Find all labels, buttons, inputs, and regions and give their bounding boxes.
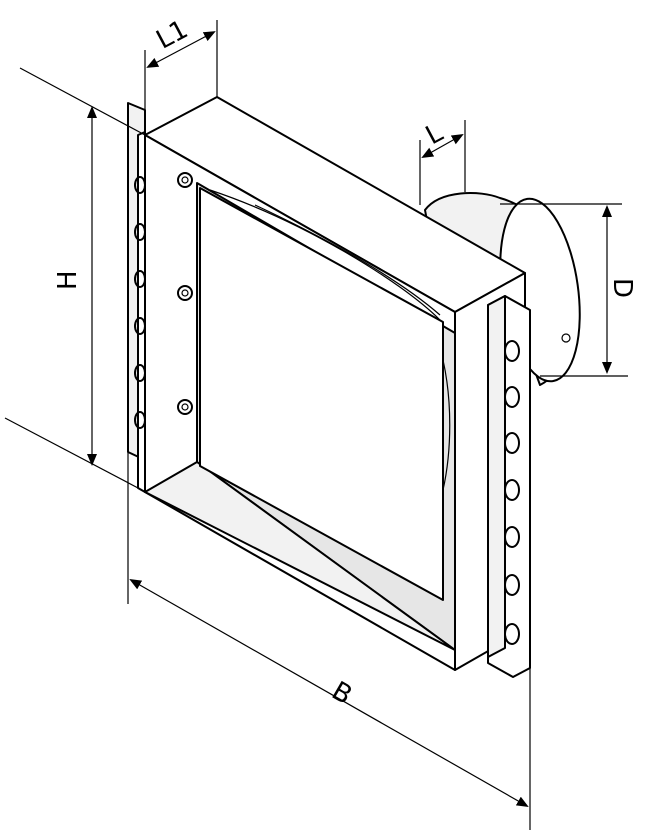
label-d: D bbox=[607, 278, 637, 298]
dimension-l: L bbox=[419, 118, 466, 205]
right-mounting-flange bbox=[487, 295, 531, 678]
dimension-h: H bbox=[4, 67, 146, 489]
spigot-screw bbox=[561, 333, 571, 343]
dimension-d: D bbox=[500, 203, 637, 377]
front-left-flange bbox=[137, 131, 193, 493]
label-l1: L1 bbox=[152, 15, 193, 56]
label-h: H bbox=[53, 270, 83, 290]
label-l: L bbox=[421, 118, 448, 152]
rear-flange-holes bbox=[134, 176, 146, 429]
